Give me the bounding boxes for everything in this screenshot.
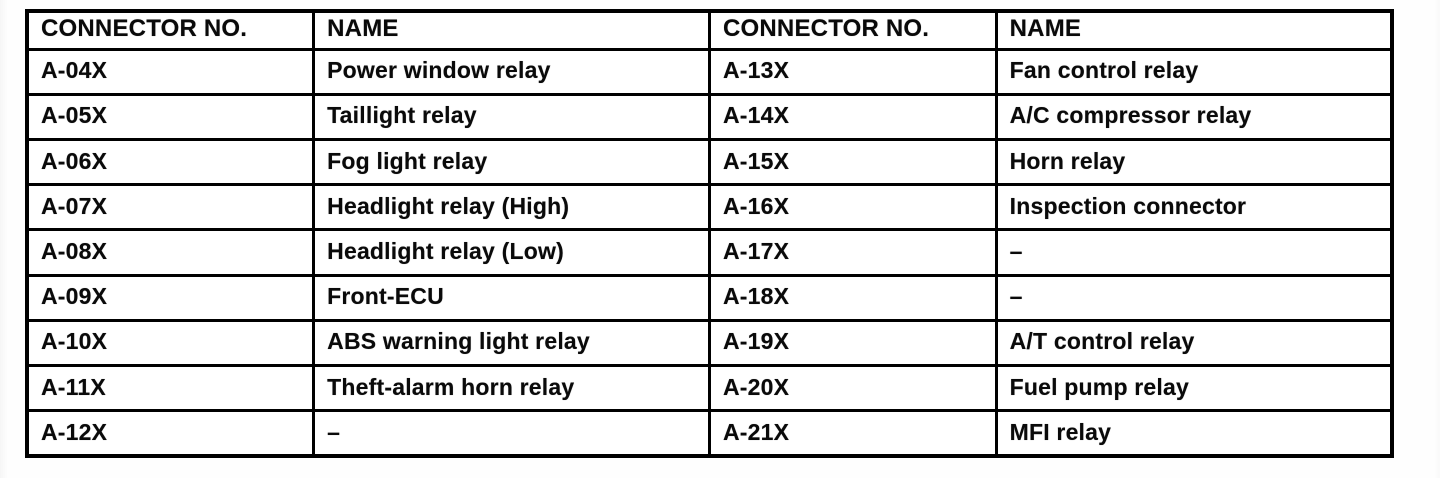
- header-connector-no-right: CONNECTOR NO.: [707, 9, 998, 51]
- connector-no-cell: A-08X: [25, 228, 316, 277]
- connector-table: CONNECTOR NO. NAME CONNECTOR NO. NAME A-…: [25, 9, 1394, 458]
- connector-no-cell: A-06X: [25, 137, 316, 187]
- name-cell: A/T control relay: [994, 318, 1394, 368]
- name-cell: –: [312, 409, 711, 458]
- name-cell: Front-ECU: [312, 273, 711, 322]
- name-cell: Power window relay: [312, 47, 711, 96]
- connector-no-cell: A-09X: [25, 273, 316, 322]
- header-row: CONNECTOR NO. NAME CONNECTOR NO. NAME: [25, 9, 1394, 51]
- name-cell: Fan control relay: [994, 47, 1394, 96]
- name-cell: –: [994, 228, 1394, 277]
- name-cell: ABS warning light relay: [312, 318, 711, 368]
- header-connector-no-left: CONNECTOR NO.: [25, 9, 316, 51]
- name-cell: Theft-alarm horn relay: [312, 364, 711, 413]
- name-cell: Headlight relay (High): [312, 183, 711, 232]
- name-cell: A/C compressor relay: [994, 92, 1394, 141]
- header-name-right: NAME: [994, 9, 1394, 51]
- name-cell: Taillight relay: [312, 92, 711, 141]
- connector-no-cell: A-19X: [707, 318, 998, 368]
- connector-no-cell: A-18X: [707, 273, 998, 322]
- connector-table-header: CONNECTOR NO. NAME CONNECTOR NO. NAME: [25, 9, 1394, 51]
- connector-no-cell: A-11X: [25, 364, 316, 413]
- connector-no-cell: A-13X: [707, 47, 998, 96]
- connector-no-cell: A-07X: [25, 183, 316, 232]
- connector-no-cell: A-04X: [25, 47, 316, 96]
- connector-no-cell: A-15X: [707, 137, 998, 187]
- name-cell: MFI relay: [994, 409, 1394, 458]
- connector-no-cell: A-21X: [707, 409, 998, 458]
- name-cell: –: [994, 273, 1394, 322]
- connector-no-cell: A-14X: [707, 92, 998, 141]
- connector-no-cell: A-20X: [707, 364, 998, 413]
- header-name-left: NAME: [312, 9, 711, 51]
- connector-no-cell: A-12X: [25, 409, 316, 458]
- name-cell: Headlight relay (Low): [312, 228, 711, 277]
- name-cell: Inspection connector: [994, 183, 1394, 232]
- connector-no-cell: A-05X: [25, 92, 316, 141]
- name-cell: Fuel pump relay: [994, 364, 1394, 413]
- connector-no-cell: A-16X: [707, 183, 998, 232]
- name-cell: Fog light relay: [312, 137, 711, 187]
- connector-no-cell: A-17X: [707, 228, 998, 277]
- name-cell: Horn relay: [994, 137, 1394, 187]
- connector-no-cell: A-10X: [25, 318, 316, 368]
